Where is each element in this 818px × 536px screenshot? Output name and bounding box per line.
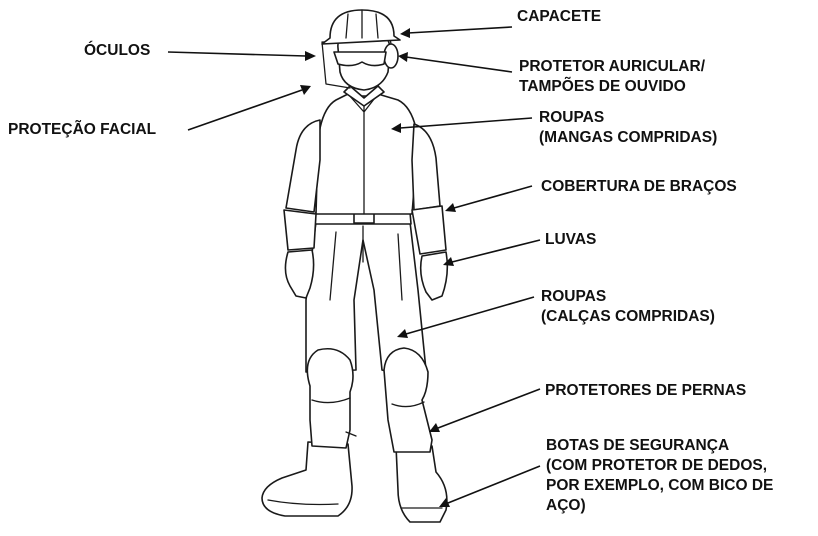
left-glove <box>284 249 315 299</box>
label-protetor-line-1: PROTETOR AURICULAR/ <box>519 58 705 75</box>
label-luvas: LUVAS <box>545 230 596 250</box>
left-arm <box>285 119 321 213</box>
shirt <box>315 93 419 215</box>
label-botas-line-1: BOTAS DE SEGURANÇA <box>546 437 730 454</box>
label-roupas-calcas: ROUPAS (CALÇAS COMPRIDAS) <box>541 287 715 327</box>
leader-pernas <box>429 388 541 432</box>
right-arm <box>411 123 441 211</box>
label-facial-line-1: PROTEÇÃO FACIAL <box>8 121 157 138</box>
label-protetores-pernas: PROTETORES DE PERNAS <box>545 381 746 401</box>
leader-cobertura <box>445 185 533 212</box>
label-luvas-line-1: LUVAS <box>545 231 597 248</box>
label-oculos: ÓCULOS <box>84 41 150 61</box>
label-roupas1-line-2: (MANGAS COMPRIDAS) <box>539 129 718 146</box>
label-botas-line-3: POR EXEMPLO, COM BICO DE <box>546 477 774 494</box>
label-botas-line-2: (COM PROTETOR DE DEDOS, <box>546 457 768 474</box>
label-roupas1-line-1: ROUPAS <box>539 109 605 126</box>
left-boot <box>261 441 353 517</box>
right-arm-cover <box>411 205 447 255</box>
label-protecao-facial: PROTEÇÃO FACIAL <box>8 120 156 140</box>
label-cobertura-bracos: COBERTURA DE BRAÇOS <box>541 177 737 197</box>
right-boot <box>395 445 448 523</box>
leader-lines <box>167 26 541 507</box>
label-pernas-line-1: PROTETORES DE PERNAS <box>545 382 747 399</box>
left-leg-protector <box>306 347 354 449</box>
label-roupas2-line-1: ROUPAS <box>541 288 607 305</box>
helmet <box>321 9 401 45</box>
label-botas: BOTAS DE SEGURANÇA (COM PROTETOR DE DEDO… <box>546 436 773 516</box>
leader-roupas1 <box>391 117 533 133</box>
right-glove <box>419 251 449 301</box>
label-roupas2-line-2: (CALÇAS COMPRIDAS) <box>541 308 715 325</box>
right-leg-protector <box>383 347 433 453</box>
label-botas-line-4: AÇO) <box>546 497 586 514</box>
label-capacete: CAPACETE <box>517 7 601 27</box>
label-protetor-line-2: TAMPÕES DE OUVIDO <box>519 78 686 95</box>
leader-protetor <box>398 52 513 73</box>
leader-roupas2 <box>397 296 535 338</box>
label-oculos-line-1: ÓCULOS <box>84 42 151 59</box>
trousers <box>305 221 427 381</box>
glasses <box>333 51 387 67</box>
label-cobertura-line-1: COBERTURA DE BRAÇOS <box>541 178 737 195</box>
worker-figure <box>261 9 449 523</box>
label-capacete-line-1: CAPACETE <box>517 8 602 25</box>
leader-facial <box>187 85 311 131</box>
leader-luvas <box>443 239 541 266</box>
label-roupas-mangas: ROUPAS (MANGAS COMPRIDAS) <box>539 108 717 148</box>
leader-oculos <box>167 51 316 61</box>
left-arm-cover <box>283 209 317 251</box>
label-protetor-auricular: PROTETOR AURICULAR/ TAMPÕES DE OUVIDO <box>519 57 705 97</box>
leader-botas <box>439 465 541 507</box>
leader-capacete <box>400 26 513 38</box>
